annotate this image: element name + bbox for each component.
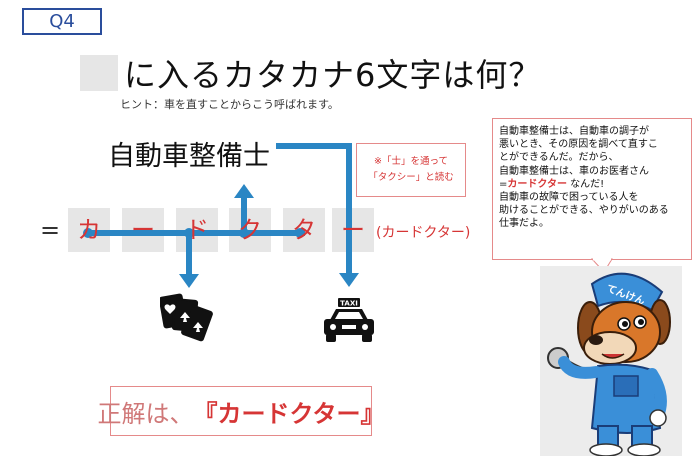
speech-bubble-tail [590,258,613,273]
arrow-down-to-taxi [339,273,359,287]
equals-sign: = [40,216,61,244]
question-text: に入るカタカナ6文字は何？ [124,56,542,94]
bubble-line-5-suffix: なんだ! [567,178,605,190]
bubble-line-4: 自動車整備士は、車のお医者さん [499,165,649,177]
bubble-line-1: 自動車整備士は、自動車の調子が [499,126,649,137]
bubble-line-6: 自動車の故障で困っている人を [499,192,639,204]
bubble-line-8: 仕事だよ。 [499,218,549,230]
answer-prefix: 正解は、 [97,399,194,428]
tile-kana-5: タ [292,216,316,244]
taxi-sign-text: TAXI [340,300,358,308]
bubble-highlight: カードクター [507,178,567,190]
tile-kana-2: ー [131,216,155,244]
reading-note: ※「士」を通って 「タクシー」と読む [356,143,466,197]
hint-text: ヒント：車を直すことからこう呼ばれます。 [120,98,339,111]
source-word: 自動車整備士 [108,141,270,172]
bubble-line-5: =カードクター なんだ! [499,178,685,191]
bubble-line-3: とができるんだ。だから、 [499,152,619,164]
blank-box [80,55,118,91]
tile-kana-1: カ [77,216,101,244]
tile-kana-6: ー [341,216,365,244]
tile-6 [332,208,374,252]
tile-kana-4: ク [238,216,262,244]
arrow-down-to-cards [179,274,199,288]
bubble-line-7: 助けることができる、やりがいのある [499,205,669,217]
reading-note-line-1: ※「士」を通って [374,156,448,167]
answer-box: 正解は、『カードクター』 [97,386,385,436]
tile-kana-3: ド [185,216,209,244]
bubble-line-2: 悪いとき、その原因を調べて直すこ [499,139,658,151]
bubble-line-5-prefix: = [499,178,508,190]
playing-cards-icon [160,293,213,342]
mascot-dog-mechanic: てんけん [547,272,671,456]
answer-text: 『カードクター』 [193,399,385,428]
mascot-cap [590,272,664,312]
taxi-icon: TAXI [324,298,374,342]
speech-bubble: 自動車整備士は、自動車の調子が 悪いとき、その原因を調べて直すこ とができるんだ… [492,118,692,260]
arrow-up [234,184,254,198]
question-number-badge: Q4 [22,8,102,35]
reading-text: (カードクター) [376,225,471,241]
reading-note-line-2: 「タクシー」と読む [368,172,454,183]
